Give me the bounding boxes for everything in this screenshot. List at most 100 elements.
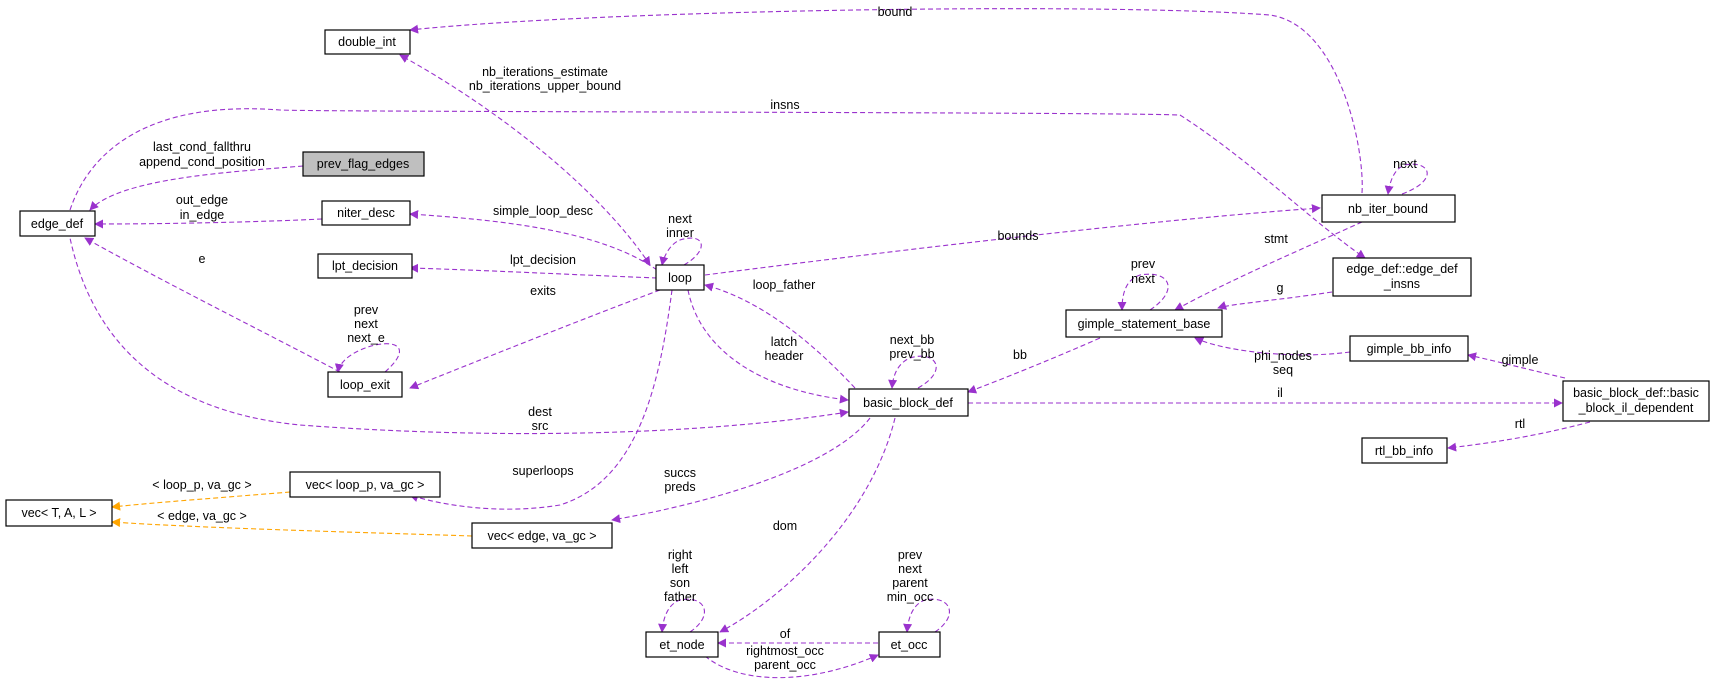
label-loop-inner: inner (666, 226, 694, 240)
svg-text:double_int: double_int (338, 35, 396, 49)
node-bb-il-dependent[interactable]: basic_block_def::basic _block_il_depende… (1562, 380, 1710, 422)
label-lpt-decision: lpt_decision (510, 253, 576, 267)
label-nb-iterations-upper-bound: nb_iterations_upper_bound (469, 79, 621, 93)
edge-loop-self: next inner (659, 212, 702, 266)
edge-template-loop-p: < loop_p, va_gc > (111, 478, 291, 511)
label-latch: latch (771, 335, 797, 349)
edge-template-edge: < edge, va_gc > (111, 509, 473, 537)
node-vec-edge[interactable]: vec< edge, va_gc > (471, 522, 613, 549)
node-lpt-decision[interactable]: lpt_decision (317, 253, 413, 279)
nodes: double_int prev_flag_edges edge_def nite… (5, 29, 1710, 658)
label-et-right: right (668, 548, 693, 562)
label-occ-min-occ: min_occ (887, 590, 934, 604)
label-occ-next: next (898, 562, 922, 576)
svg-text:nb_iter_bound: nb_iter_bound (1348, 202, 1428, 216)
label-parent-occ: parent_occ (754, 658, 816, 672)
node-vec-loop-p[interactable]: vec< loop_p, va_gc > (289, 471, 441, 498)
edge-exits: exits (409, 284, 661, 390)
node-nb-iter-bound[interactable]: nb_iter_bound (1321, 194, 1456, 223)
label-template-loop-p: < loop_p, va_gc > (152, 478, 251, 492)
label-dest: dest (528, 405, 552, 419)
edge-bb: bb (967, 337, 1101, 394)
label-occ-parent: parent (892, 576, 928, 590)
label-occ-prev: prev (898, 548, 923, 562)
edge-lpt-decision: lpt_decision (409, 253, 658, 279)
edge-simple-loop-desc: simple_loop_desc (409, 204, 658, 271)
label-src: src (532, 419, 549, 433)
edge-latch-header: latch header (687, 289, 849, 404)
label-last-cond-fallthru: last_cond_fallthru (153, 140, 251, 154)
edge-insns: insns (69, 98, 1366, 259)
node-edge-def-insns[interactable]: edge_def::edge_def _insns (1332, 257, 1472, 297)
edge-stmt: stmt (1174, 221, 1363, 311)
edge-rtl: rtl (1447, 417, 1591, 452)
node-vec-tal[interactable]: vec< T, A, L > (5, 499, 113, 527)
svg-text:_block_il_dependent: _block_il_dependent (1578, 401, 1694, 415)
label-out-edge: out_edge (176, 193, 228, 207)
node-rtl-bb-info[interactable]: rtl_bb_info (1361, 437, 1448, 464)
svg-text:et_node: et_node (659, 638, 704, 652)
label-of: of (780, 627, 791, 641)
node-prev-flag-edges[interactable]: prev_flag_edges (302, 151, 425, 177)
label-next-bb: next_bb (890, 333, 935, 347)
edge-il: il (968, 386, 1563, 408)
svg-text:basic_block_def::basic: basic_block_def::basic (1573, 386, 1699, 400)
svg-text:loop: loop (668, 271, 692, 285)
label-in-edge: in_edge (180, 208, 225, 222)
svg-text:vec< loop_p, va_gc >: vec< loop_p, va_gc > (306, 478, 425, 492)
svg-text:niter_desc: niter_desc (337, 206, 395, 220)
node-basic-block-def[interactable]: basic_block_def (848, 388, 969, 417)
node-gimple-bb-info[interactable]: gimple_bb_info (1349, 335, 1469, 362)
node-loop[interactable]: loop (655, 264, 705, 291)
label-gsb-prev: prev (1131, 257, 1156, 271)
node-et-occ[interactable]: et_occ (878, 631, 941, 658)
edge-phi-nodes-seq: phi_nodes seq (1194, 337, 1351, 377)
label-et-father: father (664, 590, 696, 604)
edge-gsb-self: prev next (1117, 257, 1169, 311)
svg-text:loop_exit: loop_exit (340, 378, 391, 392)
label-append-cond-position: append_cond_position (139, 155, 265, 169)
node-loop-exit[interactable]: loop_exit (327, 371, 403, 398)
edge-et-node-self: right left son father (658, 548, 705, 633)
label-et-son: son (670, 576, 690, 590)
label-rtl: rtl (1515, 417, 1525, 431)
label-bound: bound (878, 5, 913, 19)
label-phi-nodes: phi_nodes (1254, 349, 1312, 363)
node-niter-desc[interactable]: niter_desc (321, 200, 411, 226)
label-il: il (1277, 386, 1283, 400)
label-gsb-next: next (1131, 272, 1155, 286)
node-gimple-statement-base[interactable]: gimple_statement_base (1065, 309, 1223, 338)
svg-text:prev_flag_edges: prev_flag_edges (317, 157, 409, 171)
label-preds: preds (664, 480, 695, 494)
label-exits: exits (530, 284, 556, 298)
svg-text:edge_def: edge_def (31, 217, 84, 231)
edge-bounds: bounds (704, 204, 1321, 276)
edge-rightmost-parent-occ: rightmost_occ parent_occ (704, 644, 879, 679)
svg-text:_insns: _insns (1383, 277, 1420, 291)
label-prev-bb: prev_bb (889, 347, 934, 361)
edge-succs-preds: succs preds (611, 417, 871, 524)
node-et-node[interactable]: et_node (645, 631, 719, 658)
edge-bound: bound (409, 5, 1363, 194)
svg-text:vec< edge, va_gc >: vec< edge, va_gc > (487, 529, 596, 543)
edge-loop-exit-self: prev next next_e (334, 303, 400, 373)
edge-e: e (84, 237, 341, 373)
edge-g: g (1217, 281, 1333, 310)
label-loop-father: loop_father (753, 278, 816, 292)
svg-text:gimple_bb_info: gimple_bb_info (1367, 342, 1452, 356)
node-edge-def[interactable]: edge_def (19, 210, 96, 237)
label-bounds: bounds (997, 229, 1038, 243)
edge-prev-flag-edges: last_cond_fallthru append_cond_position (89, 140, 304, 211)
edge-of: of (717, 627, 878, 648)
svg-text:basic_block_def: basic_block_def (863, 396, 953, 410)
label-nb-iterations-estimate: nb_iterations_estimate (482, 65, 608, 79)
label-succs: succs (664, 466, 696, 480)
edge-bb-self: next_bb prev_bb (888, 333, 937, 389)
label-e: e (199, 252, 206, 266)
edge-loop-father: loop_father (704, 278, 856, 389)
edge-niter-desc: out_edge in_edge (94, 193, 323, 229)
svg-text:rtl_bb_info: rtl_bb_info (1375, 444, 1433, 458)
label-template-edge: < edge, va_gc > (157, 509, 247, 523)
node-double-int[interactable]: double_int (324, 29, 411, 55)
